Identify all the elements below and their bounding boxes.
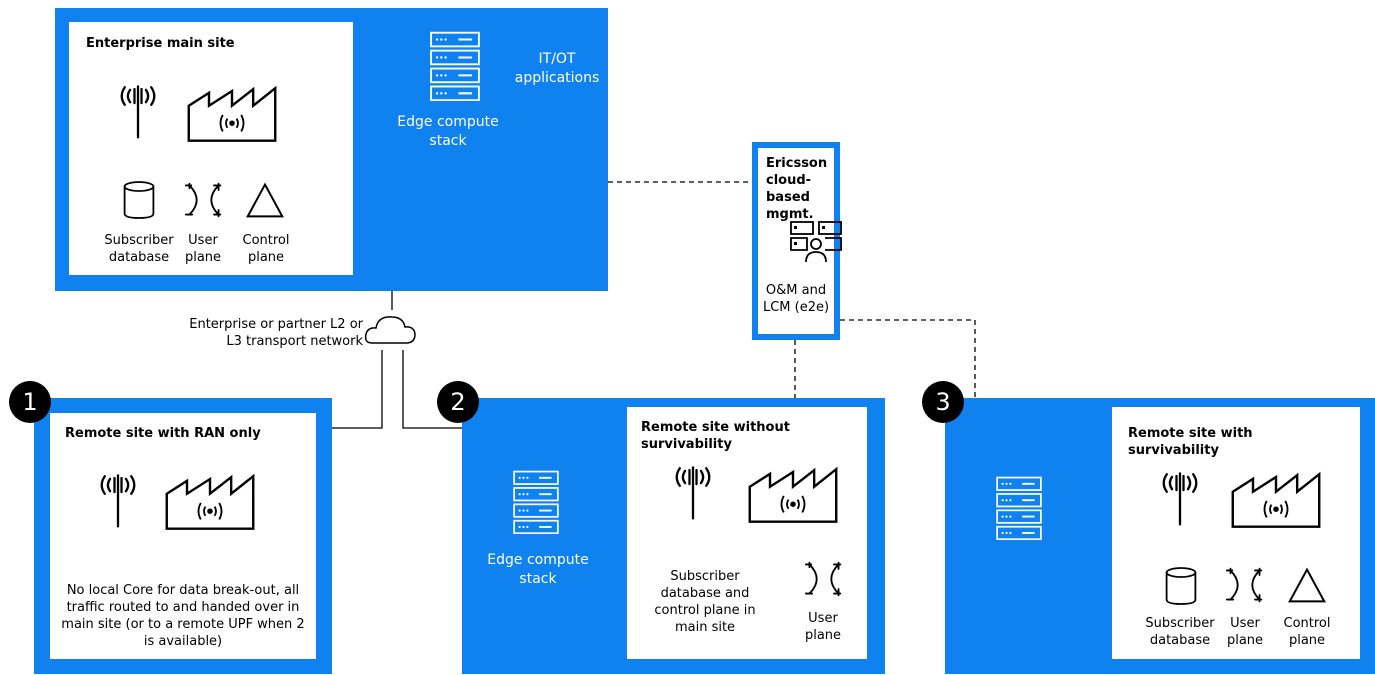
control-plane-icon [245, 181, 285, 219]
it-ot-applications-label: IT/OT applications [514, 51, 600, 86]
server-stack-icon [509, 470, 563, 534]
antenna-icon [1158, 466, 1202, 530]
site2-core-label: Subscriber database and control plane in… [654, 569, 756, 635]
factory-icon [186, 84, 278, 144]
mgmt-label: O&M and LCM (e2e) [762, 283, 830, 315]
site2-user-plane-label: User plane [804, 611, 842, 643]
site1-badge: 1 [9, 381, 51, 423]
site2-badge: 2 [437, 381, 479, 423]
user-plane-icon [804, 560, 844, 598]
user-plane-icon [1225, 566, 1265, 604]
mgmt-title: Ericsson cloud-based mgmt. [766, 156, 828, 222]
database-icon [121, 180, 157, 220]
mgmt-box [758, 148, 834, 334]
user-plane-icon [184, 181, 224, 219]
site2-title: Remote site without survivability [641, 420, 790, 452]
site3-subscriber-label: Subscriber database [1145, 616, 1215, 648]
factory-icon [164, 472, 256, 532]
transport-network-label: Enterprise or partner L2 or L3 transport… [189, 317, 363, 349]
factory-icon [1230, 470, 1322, 530]
edge-compute-label: Edge compute stack [397, 114, 499, 149]
factory-icon [747, 465, 839, 525]
site1-description: No local Core for data break-out, all tr… [61, 583, 305, 649]
operations-console-icon [790, 221, 842, 263]
control-plane-label: Control plane [242, 233, 290, 265]
site3-control-plane-label: Control plane [1283, 616, 1331, 648]
site3-user-plane-label: User plane [1226, 616, 1264, 648]
cloud-icon [364, 316, 416, 344]
site3-badge: 3 [922, 381, 964, 423]
server-stack-icon [426, 31, 484, 101]
site1-title: Remote site with RAN only [65, 426, 261, 441]
subscriber-database-label: Subscriber database [104, 233, 174, 265]
site2-box [627, 407, 867, 659]
antenna-icon [96, 468, 140, 532]
site3-title: Remote site with survivability [1128, 426, 1253, 458]
antenna-icon [116, 79, 160, 143]
control-plane-icon [1287, 566, 1327, 604]
main-site-title: Enterprise main site [86, 36, 235, 51]
user-plane-label: User plane [184, 233, 222, 265]
site1-box [50, 413, 316, 659]
site2-edge-label: Edge compute stack [487, 552, 589, 587]
server-stack-icon [992, 476, 1046, 540]
database-icon [1163, 566, 1199, 606]
site3-box [1112, 407, 1360, 659]
antenna-icon [671, 460, 715, 524]
main-site-core-box [69, 22, 353, 275]
